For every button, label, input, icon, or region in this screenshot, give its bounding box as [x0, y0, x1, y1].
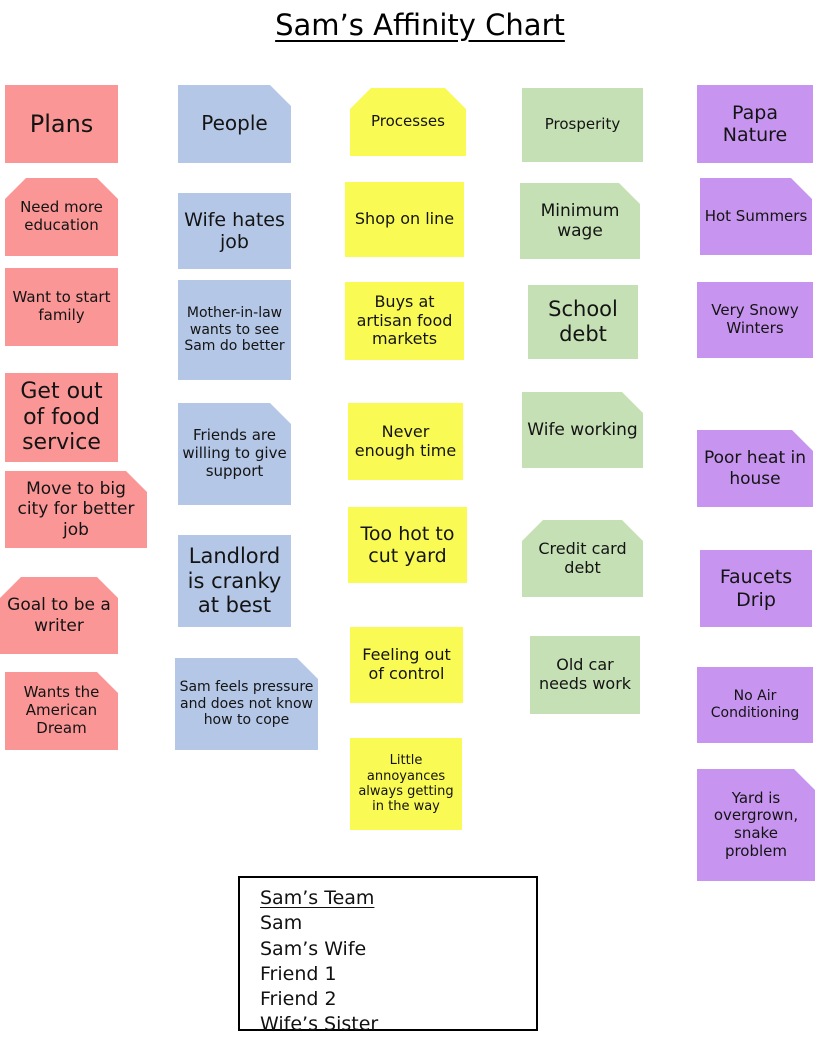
team-member: Sam’s Wife — [260, 937, 367, 960]
team-member: Friend 1 — [260, 962, 337, 985]
note-very-snowy-winters: Very Snowy Winters — [697, 282, 813, 358]
note-move-to-big-city: Move to big city for better job — [5, 471, 147, 548]
note-old-car-needs-work: Old car needs work — [530, 636, 640, 714]
note-want-to-start-family: Want to start family — [5, 268, 118, 346]
note-no-air-conditioning: No Air Conditioning — [697, 667, 813, 743]
note-need-more-education: Need more education — [5, 178, 118, 256]
note-header-processes: Processes — [350, 88, 466, 156]
note-get-out-of-food-service: Get out of food service — [5, 373, 118, 462]
note-shop-on-line: Shop on line — [345, 182, 464, 257]
note-header-plans: Plans — [5, 85, 118, 163]
team-heading: Sam’s Team — [260, 887, 375, 909]
team-member: Wife’s Sister — [260, 1013, 379, 1036]
note-buys-artisan-markets: Buys at artisan food markets — [345, 282, 464, 360]
note-wants-the-american-dream: Wants the American Dream — [5, 672, 118, 750]
note-sam-feels-pressure: Sam feels pressure and does not know how… — [175, 658, 318, 750]
note-credit-card-debt: Credit card debt — [522, 520, 643, 597]
note-header-papa-nature: Papa Nature — [697, 85, 813, 163]
note-poor-heat-in-house: Poor heat in house — [697, 430, 813, 507]
note-friends-support: Friends are willing to give support — [178, 403, 291, 505]
team-box: Sam’s Team Sam Sam’s Wife Friend 1 Frien… — [238, 876, 538, 1035]
note-yard-overgrown: Yard is overgrown, snake problem — [697, 769, 815, 881]
note-never-enough-time: Never enough time — [348, 403, 463, 480]
note-wife-hates-job: Wife hates job — [178, 193, 291, 269]
note-little-annoyances: Little annoyances always getting in the … — [350, 738, 462, 830]
note-hot-summers: Hot Summers — [700, 178, 812, 255]
note-faucets-drip: Faucets Drip — [700, 550, 812, 627]
note-feeling-out-of-control: Feeling out of control — [350, 627, 463, 703]
note-header-prosperity: Prosperity — [522, 88, 643, 162]
note-wife-working: Wife working — [522, 392, 643, 468]
note-landlord-cranky: Landlord is cranky at best — [178, 535, 291, 627]
note-header-people: People — [178, 85, 291, 163]
page-title: Sam’s Affinity Chart — [275, 8, 565, 42]
note-school-debt: School debt — [528, 285, 638, 359]
note-goal-to-be-a-writer: Goal to be a writer — [0, 577, 118, 654]
team-member: Friend 2 — [260, 988, 337, 1011]
note-too-hot-to-cut-yard: Too hot to cut yard — [348, 507, 467, 583]
note-minimum-wage: Minimum wage — [520, 183, 640, 259]
note-mother-in-law: Mother-in-law wants to see Sam do better — [178, 280, 291, 380]
team-member: Sam — [260, 912, 303, 935]
